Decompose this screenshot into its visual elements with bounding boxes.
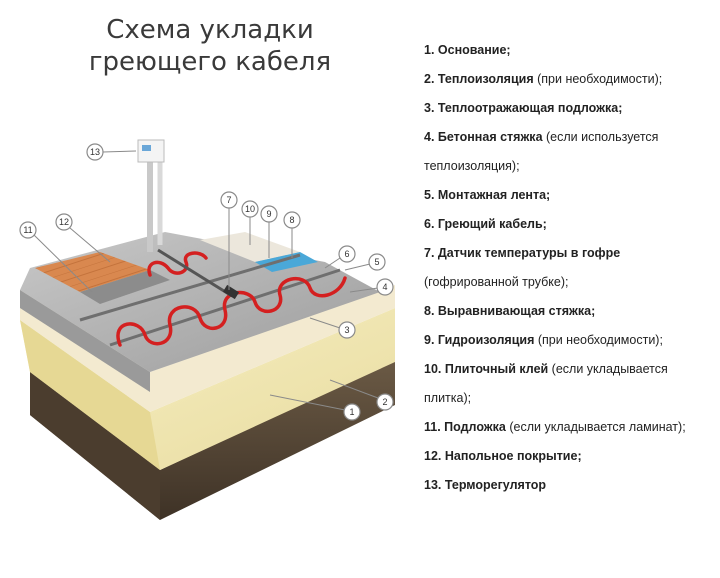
- legend-item: 3. Теплоотражающая подложка;: [424, 94, 716, 123]
- callout-label: 11: [23, 225, 32, 235]
- legend-item: 8. Выравнивающая стяжка;: [424, 297, 716, 326]
- callout-label: 13: [90, 147, 100, 157]
- callout-label: 3: [344, 325, 349, 335]
- legend-item: 4. Бетонная стяжка (если используется: [424, 123, 716, 152]
- legend-item-bold: 1. Основание;: [424, 43, 511, 57]
- legend-item: 1. Основание;: [424, 36, 716, 65]
- legend-item-bold: 8. Выравнивающая стяжка;: [424, 304, 596, 318]
- legend-item: 7. Датчик температуры в гофре: [424, 239, 716, 268]
- insulation-layer: [20, 285, 395, 470]
- legend-item: (гофрированной трубке);: [424, 268, 716, 297]
- callout-label: 4: [382, 282, 387, 292]
- legend-item-bold: 10. Плиточный клей: [424, 362, 549, 376]
- callout-label: 7: [226, 195, 231, 205]
- legend-item: 13. Терморегулятор: [424, 471, 716, 500]
- underlay-layer: [80, 270, 170, 304]
- callout-10: 10: [241, 200, 259, 245]
- callout-6: 6: [324, 245, 356, 269]
- callout-label: 9: [266, 209, 271, 219]
- legend-item-bold: 3. Теплоотражающая подложка;: [424, 101, 623, 115]
- floor-layers-diagram: 1 2 3 4 5 6 7 8 9 10 11 12: [19, 139, 395, 520]
- soil-base-layer: [30, 360, 395, 520]
- callout-label: 1: [349, 407, 354, 417]
- legend-item-normal: плитка);: [424, 391, 472, 405]
- legend-item-normal: (при необходимости);: [534, 333, 663, 347]
- legend-item-normal: теплоизоляция);: [424, 159, 520, 173]
- temperature-sensor-tube: [157, 248, 240, 300]
- callout-7: 7: [220, 191, 238, 290]
- callout-2: 2: [329, 379, 394, 411]
- legend-item-normal: (если укладывается ламинат);: [505, 420, 686, 434]
- callout-4: 4: [349, 278, 394, 296]
- legend-item-bold: 12. Напольное покрытие;: [424, 449, 582, 463]
- callout-3: 3: [309, 317, 356, 339]
- legend-item-bold: 7. Датчик температуры в гофре: [424, 246, 621, 260]
- legend-item: теплоизоляция);: [424, 152, 716, 181]
- callout-13: 13: [86, 143, 137, 161]
- callout-5: 5: [344, 253, 386, 271]
- title-line-1: Схема укладки: [106, 15, 314, 45]
- floor-covering-tile: [35, 252, 150, 292]
- thermostat-assembly: [137, 139, 165, 252]
- levelling-screed-layer: [200, 232, 318, 272]
- legend-item-normal: (гофрированной трубке);: [424, 275, 569, 289]
- callout-9: 9: [260, 205, 278, 258]
- legend-item-bold: 5. Монтажная лента;: [424, 188, 551, 202]
- callout-label: 5: [374, 257, 379, 267]
- legend-item-bold: 6. Греющий кабель;: [424, 217, 547, 231]
- legend-item: 6. Греющий кабель;: [424, 210, 716, 239]
- heating-cable: [116, 251, 347, 347]
- callout-label: 10: [245, 204, 255, 214]
- legend-item-normal: (если укладывается: [548, 362, 668, 376]
- callout-label: 12: [59, 217, 69, 227]
- legend-item: 10. Плиточный клей (если укладывается: [424, 355, 716, 384]
- legend-item-normal: (если используется: [542, 130, 659, 144]
- callout-8: 8: [283, 211, 301, 258]
- legend-item: плитка);: [424, 384, 716, 413]
- legend-item-bold: 13. Терморегулятор: [424, 478, 547, 492]
- callout-label: 8: [289, 215, 294, 225]
- legend-item-normal: (при необходимости);: [533, 72, 663, 86]
- legend-item-bold: 11. Подложка: [424, 420, 506, 434]
- legend-item-bold: 9. Гидроизоляция: [424, 333, 535, 347]
- callout-12: 12: [55, 213, 111, 263]
- page-title: Схема укладки греющего кабеля: [60, 14, 360, 78]
- legend-item-bold: 2. Теплоизоляция: [424, 72, 534, 86]
- legend-item: 2. Теплоизоляция (при необходимости);: [424, 65, 716, 94]
- legend-list: 1. Основание; 2. Теплоизоляция (при необ…: [424, 36, 716, 500]
- title-line-2: греющего кабеля: [88, 47, 332, 77]
- callout-label: 6: [344, 249, 349, 259]
- legend-item-bold: 4. Бетонная стяжка: [424, 130, 543, 144]
- callout-1: 1: [269, 394, 361, 421]
- legend-item: 11. Подложка (если укладывается ламинат)…: [424, 413, 716, 442]
- legend-item: 9. Гидроизоляция (при необходимости);: [424, 326, 716, 355]
- callout-label: 2: [382, 397, 387, 407]
- callout-11: 11: [19, 221, 93, 293]
- legend-item: 12. Напольное покрытие;: [424, 442, 716, 471]
- legend-item: 5. Монтажная лента;: [424, 181, 716, 210]
